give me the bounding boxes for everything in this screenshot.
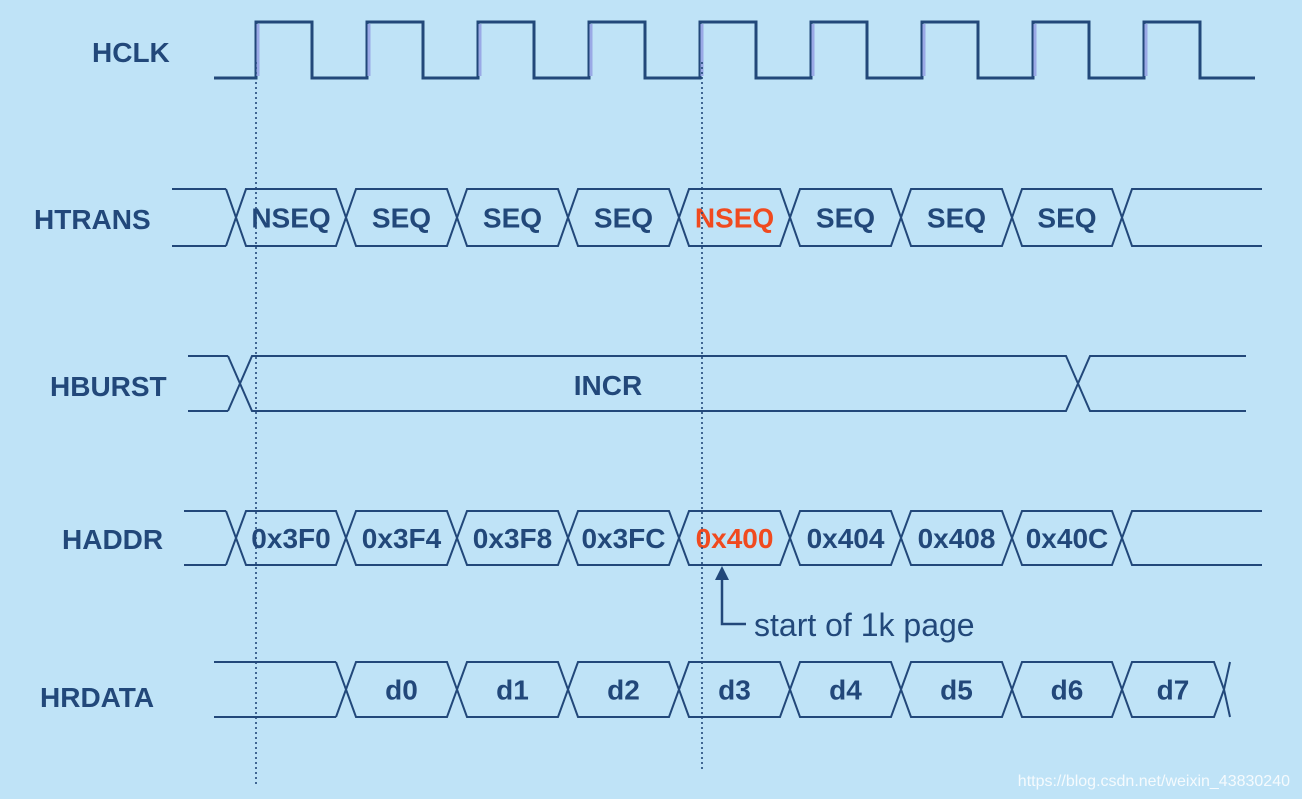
haddr-value: 0x3F0 — [251, 523, 330, 554]
haddr-value: 0x404 — [807, 523, 885, 554]
arrow-head-icon — [715, 566, 729, 580]
htrans-value: SEQ — [816, 203, 875, 234]
hrdata-value: d7 — [1157, 675, 1190, 706]
haddr-bus: 0x3F0 0x3F4 0x3F8 0x3FC 0x400 0x404 0x408 0x40C — [184, 510, 1262, 566]
htrans-value: NSEQ — [695, 203, 774, 234]
signal-label-htrans: HTRANS — [34, 204, 151, 235]
annotation-text: start of 1k page — [754, 607, 975, 643]
signal-label-haddr: HADDR — [62, 524, 163, 555]
hburst-bus: INCR — [188, 355, 1246, 412]
hrdata-value: d5 — [940, 675, 973, 706]
haddr-value: 0x40C — [1026, 523, 1109, 554]
htrans-value: SEQ — [927, 203, 986, 234]
hrdata-value: d2 — [607, 675, 640, 706]
haddr-value: 0x3F8 — [473, 523, 552, 554]
hrdata-value: d6 — [1051, 675, 1084, 706]
htrans-bus: NSEQ SEQ SEQ SEQ NSEQ SEQ SEQ SEQ — [172, 188, 1262, 247]
signal-label-hclk: HCLK — [92, 37, 170, 68]
page-start-annotation: start of 1k page — [715, 566, 975, 643]
haddr-value: 0x3FC — [581, 523, 665, 554]
hclk-waveform — [214, 20, 1255, 80]
htrans-value: NSEQ — [251, 203, 330, 234]
hburst-value: INCR — [574, 370, 642, 401]
signal-label-hburst: HBURST — [50, 371, 167, 402]
htrans-value: SEQ — [372, 203, 431, 234]
hrdata-value: d3 — [718, 675, 751, 706]
signal-label-hrdata: HRDATA — [40, 682, 154, 713]
hrdata-value: d1 — [496, 675, 529, 706]
htrans-value: SEQ — [483, 203, 542, 234]
htrans-value: SEQ — [594, 203, 653, 234]
hrdata-bus: d0 d1 d2 d3 d4 d5 d6 d7 — [214, 661, 1231, 718]
hclk-trace — [214, 20, 1255, 80]
annotation-arrow — [720, 578, 746, 626]
haddr-value: 0x3F4 — [362, 523, 442, 554]
hrdata-value: d0 — [385, 675, 418, 706]
haddr-value: 0x400 — [696, 523, 774, 554]
haddr-value: 0x408 — [918, 523, 996, 554]
hrdata-value: d4 — [829, 675, 862, 706]
watermark: https://blog.csdn.net/weixin_43830240 — [1017, 773, 1290, 790]
htrans-value: SEQ — [1037, 203, 1096, 234]
